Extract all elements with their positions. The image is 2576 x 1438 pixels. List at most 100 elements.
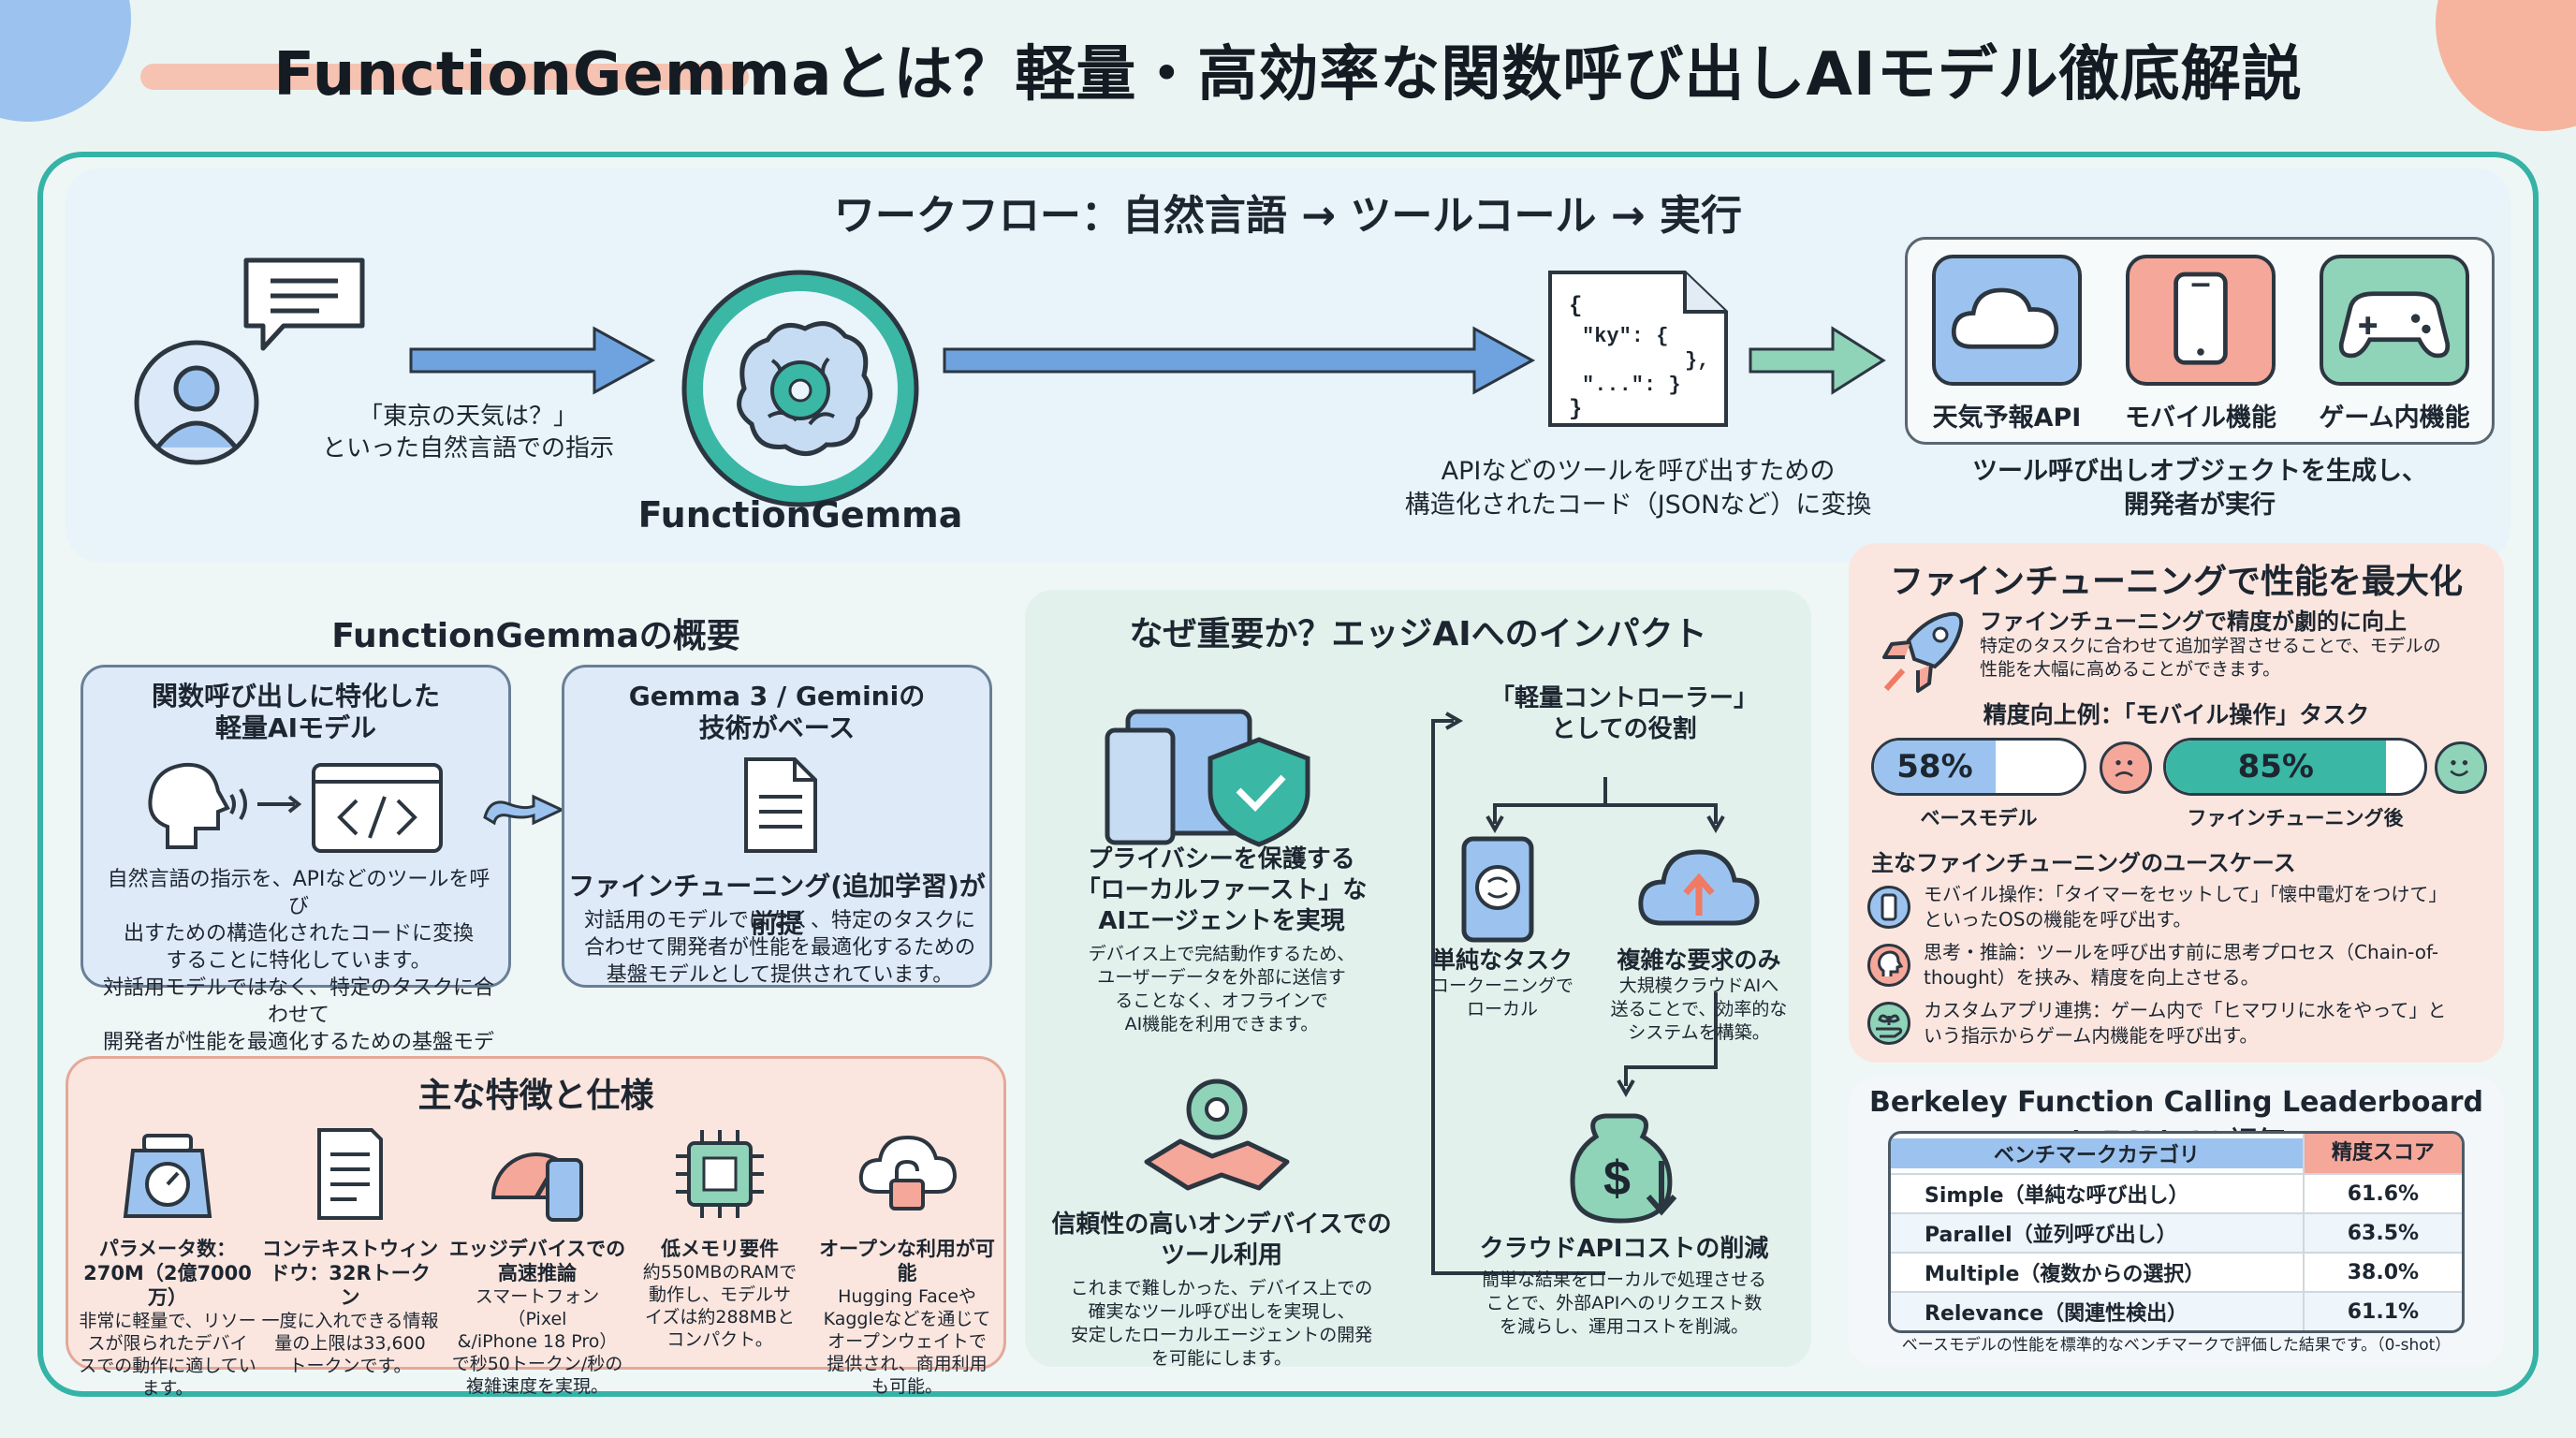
overview-title: FunctionGemmaの概要 [331, 617, 740, 655]
speech-bubble-icon [243, 257, 365, 351]
accuracy-value: 58% [1896, 748, 1973, 785]
code-line: { [1569, 294, 1582, 319]
tool-label: モバイル機能 [2125, 404, 2276, 433]
table-cell: Relevance（関連性検出） [1925, 1302, 2188, 1326]
simple-task-description: コークーニングでローカル [1430, 976, 1573, 1020]
features-title: 主な特徴と仕様 [417, 1077, 654, 1115]
cost-block: クラウドAPIコストの削減 簡単な結果をローカルで処理させることで、外部APIへ… [1437, 1234, 1811, 1339]
arrow-right-icon [943, 326, 1536, 395]
code-caption-line-1: APIなどのツールを呼び出すための [1441, 457, 1836, 486]
controller-flow-lines [1431, 712, 1725, 1275]
feature-title: エッジデバイスでの高速推論 [448, 1238, 626, 1284]
usecase-item: カスタムアプリ連携：ゲーム内で「ヒマワリに水をやって」という指示からゲーム内機能… [1867, 998, 2495, 1054]
devices-shield-icon [1105, 709, 1310, 847]
smartphone-icon [1867, 886, 1910, 929]
simple-task-heading: 単純なタスク [1431, 946, 1573, 974]
bfcl-section: Berkeley Function Calling Leaderboard (B… [1849, 1077, 2504, 1367]
svg-text:$: $ [1603, 1152, 1631, 1206]
brain-gear-icon [681, 270, 919, 507]
feature-title: オープンな利用が可能 [819, 1238, 995, 1284]
table-cell: 38.0% [2302, 1254, 2462, 1291]
trust-heading: 信頼性の高いオンデバイスでのツール利用 [1051, 1211, 1392, 1269]
accuracy-caption: ベースモデル [1920, 807, 2038, 829]
code-caption: APIなどのツールを呼び出すための 構造化されたコード（JSONなど）に変換 [1367, 455, 1910, 522]
accuracy-example-title: 精度向上例：「モバイル操作」タスク [1983, 701, 2370, 728]
usecase-text: カスタムアプリ連携：ゲーム内で「ヒマワリに水をやって」という指示からゲーム内機能… [1924, 999, 2447, 1047]
speaking-head-to-code-icon [148, 762, 443, 853]
table-cell: Parallel（並列呼び出し） [1925, 1224, 2177, 1247]
simple-task-block: 単純なタスク コークーニングでローカル [1409, 946, 1596, 1021]
json-document-icon: { "ky": { }, "...": } } [1548, 271, 1728, 427]
cloud-icon [1951, 287, 2059, 349]
page-title: FunctionGemmaとは？軽量・高効率な関数呼び出しAIモデル徹底解説 [273, 40, 2303, 110]
feature-item: 低メモリ要件 約550MBのRAMで動作し、モデルサイズは約288MBとコンパク… [630, 1123, 810, 1351]
bfcl-table: ベンチマークカテゴリ 精度スコア Simple（単純な呼び出し） 61.6% P… [1888, 1131, 2465, 1333]
tools-box: 天気予報API モバイル機能 ゲーム内機能 [1905, 237, 2495, 445]
accuracy-caption: ファインチューニング後 [2187, 807, 2404, 829]
table-cell: 61.1% [2302, 1293, 2462, 1330]
accuracy-bar-fill [2166, 741, 2386, 793]
feature-item: エッジデバイスでの高速推論 スマートフォン（Pixel&/iPhone 18 P… [447, 1123, 627, 1398]
money-bag-down-icon: $ [1570, 1113, 1677, 1224]
table-header-cell: ベンチマークカテゴリ [1891, 1138, 2303, 1168]
code-line: "...": } [1582, 374, 1681, 397]
user-caption-line-1: 「東京の天気は？」 [358, 403, 578, 431]
scale-icon [123, 1134, 212, 1218]
tools-caption-line-2: 開発者が実行 [2124, 491, 2276, 520]
table-row: Parallel（並列呼び出し） 63.5% [1891, 1212, 2462, 1252]
user-icon [134, 340, 259, 465]
code-line: } [1569, 397, 1582, 422]
feature-title: パラメータ数：270M（2億7000万） [83, 1238, 252, 1309]
model-label: FunctionGemma [637, 494, 963, 536]
features-section: 主な特徴と仕様 パラメータ数：270M（2億7000万） 非常に軽量で、リソース… [66, 1056, 1006, 1399]
tool-card-weather [1932, 255, 2082, 386]
overview-section: FunctionGemmaの概要 関数呼び出しに特化した軽量AIモデル 自然言語… [66, 580, 1006, 1081]
controller-role: 「軽量コントローラー」としての役割 [1474, 683, 1774, 745]
head-icon [1867, 944, 1910, 987]
code-line: "ky": { [1582, 325, 1668, 348]
why-section: なぜ重要か？エッジAIへのインパクト プライバシーを保護する「ローカルファースト… [1025, 590, 1811, 1369]
page-header: FunctionGemmaとは？軽量・高効率な関数呼び出しAIモデル徹底解説 [0, 26, 2576, 112]
card-description: 対話用のモデルではなく、特定のタスクに合わせて開発者が性能を最適化するための基盤… [583, 909, 975, 987]
finetune-lead-description: 特定のタスクに合わせて追加学習させることで、モデルの性能を大幅に高めることができ… [1980, 636, 2441, 680]
cloud-upload-icon [1638, 849, 1760, 926]
feature-title: コンテキストウィンドウ：32Rトークン [261, 1238, 439, 1309]
accuracy-bar-fill [1874, 741, 1996, 793]
table-row: Relevance（関連性検出） 61.1% [1891, 1291, 2462, 1330]
tool-label: 天気予報API [1932, 404, 2082, 433]
smartphone-icon [2174, 271, 2228, 365]
complex-task-block: 複雑な要求のみ 大規模クラウドAIへ送ることで、効率的なシステムを構築。 [1596, 946, 1802, 1045]
happy-face-icon [2435, 741, 2487, 794]
title-highlight [140, 64, 749, 90]
table-row: Multiple（複数からの選択） 38.0% [1891, 1252, 2462, 1291]
code-line: }, [1685, 349, 1709, 373]
table-cell: 61.6% [2302, 1175, 2462, 1212]
usecase-text: モバイル操作：「タイマーをセットして」「懐中電灯をつけて」といったOSの機能を呼… [1924, 883, 2448, 931]
table-row: Simple（単純な呼び出し） 61.6% [1891, 1173, 2462, 1212]
finetune-title: ファインチューニングで性能を最大化 [1889, 563, 2463, 601]
cloud-lock-icon [858, 1135, 958, 1211]
rocket-icon [1882, 611, 1964, 693]
cost-heading: クラウドAPIコストの削減 [1479, 1235, 1769, 1263]
accuracy-value: 85% [2237, 748, 2314, 785]
card-subheading: ファインチューニング(追加学習)が前提 [568, 871, 986, 939]
bfcl-note: ベースモデルの性能を標準的なベンチマークで評価した結果です。（0-shot） [1901, 1336, 2452, 1355]
tool-card-mobile [2126, 255, 2276, 386]
arrow-right-icon [409, 326, 656, 395]
feature-description: スマートフォン（Pixel&/iPhone 18 Pro）で秒50トークン/秒の… [451, 1286, 623, 1397]
plant-hand-icon [1867, 1002, 1910, 1045]
usecase-text: 思考・推論：ツールを呼び出す前に思考プロセス（Chain-of-thought）… [1924, 941, 2439, 989]
tool-label: ゲーム内機能 [2319, 404, 2470, 433]
finetune-section: ファインチューニングで性能を最大化 ファインチューニングで精度が劇的に向上 特定… [1849, 543, 2504, 1063]
arrow-right-icon [1749, 326, 1886, 395]
card-heading: 関数呼び出しに特化した軽量AIモデル [151, 681, 440, 743]
sad-face-icon [2100, 741, 2152, 794]
feature-item: コンテキストウィンドウ：32Rトークン 一度に入れできる情報量の上限は33,60… [260, 1123, 440, 1377]
complex-task-heading: 複雑な要求のみ [1617, 946, 1781, 974]
feature-description: 非常に軽量で、リソースが限られたデバイスでの動作に適しています。 [79, 1311, 256, 1399]
user-caption: 「東京の天気は？」 といった自然言語での指示 [309, 401, 627, 464]
